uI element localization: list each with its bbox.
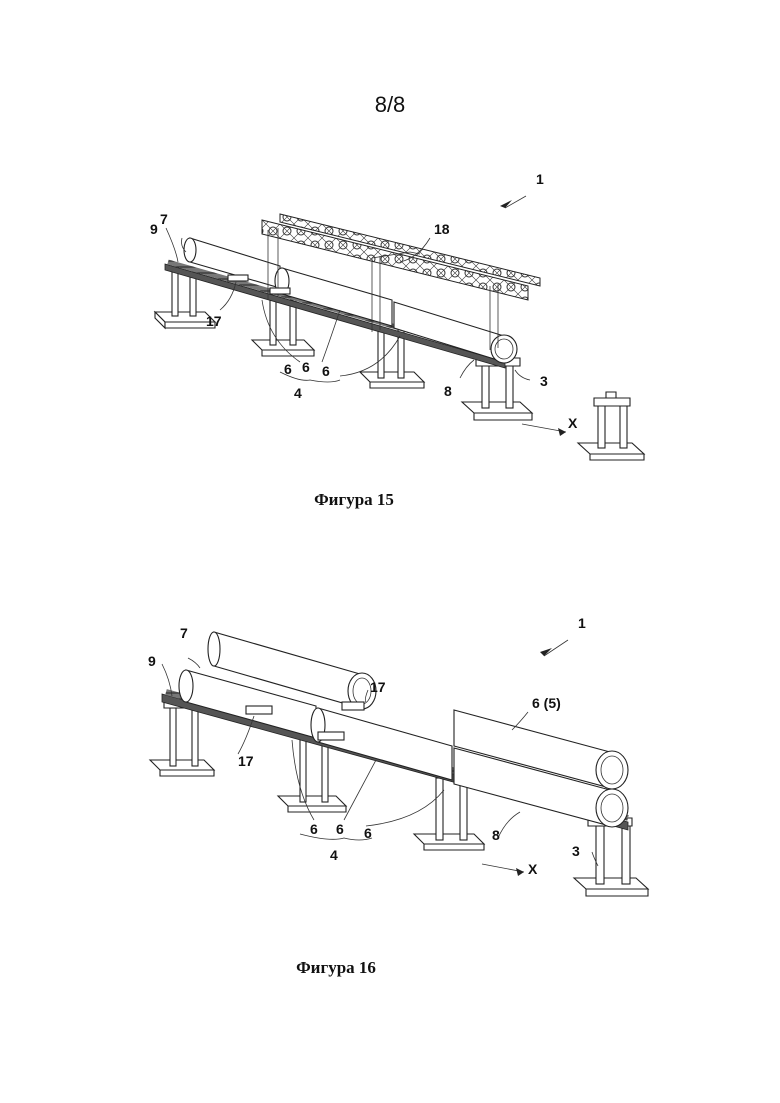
label-17: 17 <box>238 753 254 769</box>
label-3: 3 <box>572 843 580 859</box>
label-x: X <box>528 861 538 877</box>
label-8: 8 <box>492 827 500 843</box>
figure-16-caption: Фигура 16 <box>236 958 436 978</box>
label-9: 9 <box>148 653 156 669</box>
pipe-section <box>311 708 452 780</box>
pedestal <box>574 818 648 896</box>
label-1: 1 <box>578 615 586 631</box>
label-6b: 6 <box>336 821 344 837</box>
label-17-top: 17 <box>370 679 386 695</box>
carriage <box>342 702 364 710</box>
label-6-5: 6 (5) <box>532 695 561 711</box>
label-7: 7 <box>180 625 188 641</box>
label-6a: 6 <box>310 821 318 837</box>
label-4: 4 <box>330 847 338 863</box>
label-6c: 6 <box>364 825 372 841</box>
carriage <box>246 706 272 714</box>
carriage <box>318 732 344 740</box>
